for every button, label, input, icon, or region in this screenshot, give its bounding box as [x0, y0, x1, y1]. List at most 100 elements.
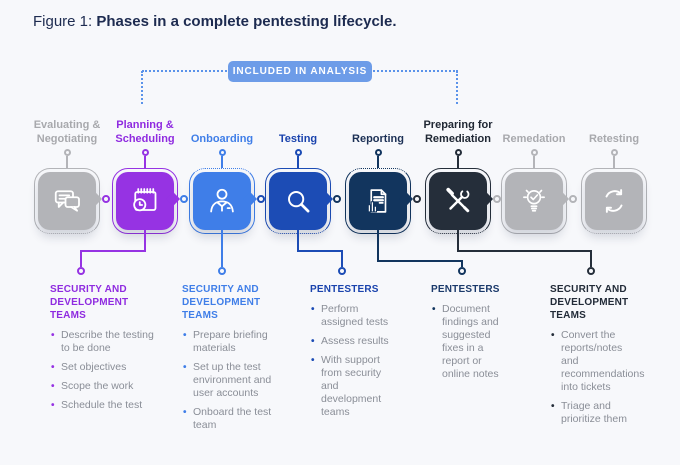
- task-list: • Convert the reports/notes and recommend…: [550, 329, 645, 426]
- list-preparing-for-remediation: SECURITY AND DEVELOPMENT TEAMS •Convert …: [550, 283, 645, 432]
- list-item: •Set objectives: [50, 361, 160, 374]
- stem-line: [613, 156, 615, 168]
- phase-reporting: Reporting: [333, 108, 423, 234]
- included-in-analysis-badge: INCLUDED IN ANALYSIS: [228, 61, 372, 82]
- connector-line: [341, 250, 343, 267]
- phase-label: Evaluating & Negotiating: [33, 119, 101, 145]
- list-planning-scheduling: SECURITY AND DEVELOPMENT TEAMS •Describe…: [50, 283, 160, 418]
- bulb-check-icon: [516, 183, 552, 219]
- icon-box: [193, 172, 251, 230]
- list-ring: [458, 267, 466, 275]
- task-list: • Prepare briefing materials • Set up the …: [182, 329, 282, 432]
- analysis-bracket-left-dotted-line: [141, 71, 143, 104]
- bullet-marker: •: [183, 407, 187, 418]
- stem-ring: [63, 149, 71, 156]
- icon-box: [38, 172, 96, 230]
- figure-title-main: Phases in a complete pentesting lifecycl…: [96, 13, 397, 30]
- task-list: •Perform assigned tests •Assess results …: [310, 303, 398, 419]
- bullet-marker: •: [51, 330, 55, 341]
- icon-outline: [345, 168, 411, 234]
- person-icon: [204, 183, 240, 219]
- list-onboarding: SECURITY AND DEVELOPMENT TEAMS • Prepare …: [182, 283, 282, 438]
- list-item-text: Assess results: [321, 335, 389, 347]
- phase-label: Retesting: [588, 132, 640, 145]
- stem-ring: [218, 149, 226, 156]
- tools-icon: [440, 183, 476, 219]
- connector-line: [377, 260, 463, 262]
- analysis-bracket-right-dotted-line: [456, 71, 458, 104]
- icon-outline: [189, 168, 255, 234]
- connector-line: [297, 230, 299, 252]
- list-item-text: Scope the work: [61, 380, 134, 392]
- stem-ring: [454, 149, 462, 156]
- connector-line: [297, 250, 343, 252]
- report-icon: [360, 183, 396, 219]
- connector-line: [457, 230, 459, 252]
- list-item: • Onboard the test team: [182, 406, 282, 432]
- stem-line: [533, 156, 535, 168]
- stem-line: [377, 156, 379, 168]
- connector-line: [144, 230, 146, 252]
- list-item-text: With support from security and developme…: [321, 354, 382, 418]
- list-item: •Triage and prioritize them: [550, 400, 642, 426]
- list-item-text: Prepare briefing materials: [193, 329, 268, 354]
- connector-ring: [180, 195, 188, 203]
- connector-line: [221, 230, 223, 267]
- connector-ring: [102, 195, 110, 203]
- list-item-text: Convert the reports/notes and recommenda…: [561, 329, 645, 393]
- phase-label: Planning & Scheduling: [115, 119, 175, 145]
- bullet-marker: •: [432, 304, 436, 315]
- team-heading: SECURITY AND DEVELOPMENT TEAMS: [182, 284, 261, 321]
- connector-ring: [569, 195, 577, 203]
- bullet-marker: •: [183, 362, 187, 373]
- list-ring: [77, 267, 85, 275]
- list-item-text: Set up the test environment and user acc…: [193, 361, 272, 399]
- stem-line: [457, 156, 459, 168]
- list-ring: [587, 267, 595, 275]
- stem-ring: [294, 149, 302, 156]
- phase-testing: Testing: [253, 108, 343, 234]
- connector-line: [590, 250, 592, 267]
- stem-ring: [530, 149, 538, 156]
- connector-line: [461, 260, 463, 267]
- calendar-clock-icon: [127, 183, 163, 219]
- bullet-marker: •: [311, 355, 315, 366]
- icon-outline: [34, 168, 100, 234]
- bullet-marker: •: [311, 336, 315, 347]
- phase-label: Reporting: [352, 132, 404, 145]
- connector-ring: [333, 195, 341, 203]
- stem-ring: [374, 149, 382, 156]
- task-list: •Describe the testing to be done •Set ob…: [50, 329, 160, 412]
- bullet-marker: •: [51, 400, 55, 411]
- figure-title-prefix: Figure 1:: [33, 13, 93, 30]
- connector-line: [457, 250, 592, 252]
- list-item-text: Onboard the test team: [193, 406, 272, 431]
- phase-label: Testing: [278, 132, 318, 145]
- team-heading: PENTESTERS: [310, 284, 379, 295]
- bullet-marker: •: [551, 330, 555, 341]
- icon-box: [269, 172, 327, 230]
- bullet-marker: •: [311, 304, 315, 315]
- team-heading: PENTESTERS: [431, 284, 500, 295]
- connector-line: [81, 250, 146, 252]
- icon-box: [116, 172, 174, 230]
- phase-preparing-for-remediation: Preparing for Remediation: [413, 108, 503, 234]
- task-list: •Document findings and suggested fixes i…: [431, 303, 511, 381]
- icon-box: [585, 172, 643, 230]
- stem-line: [66, 156, 68, 168]
- chat-icon: [49, 183, 85, 219]
- stem-line: [221, 156, 223, 168]
- list-item: •Scope the work: [50, 380, 160, 393]
- stem-line: [144, 156, 146, 168]
- stem-ring: [141, 149, 149, 156]
- phase-label: Remedation: [502, 132, 566, 145]
- icon-box: [429, 172, 487, 230]
- phase-onboarding: Onboarding: [177, 108, 267, 234]
- stem-ring: [610, 149, 618, 156]
- list-ring: [338, 267, 346, 275]
- list-item: • Assess results: [310, 335, 398, 348]
- list-item: • Convert the reports/notes and recommend…: [550, 329, 645, 394]
- stem-line: [297, 156, 299, 168]
- list-item: • Set up the test environment and user ac…: [182, 361, 282, 400]
